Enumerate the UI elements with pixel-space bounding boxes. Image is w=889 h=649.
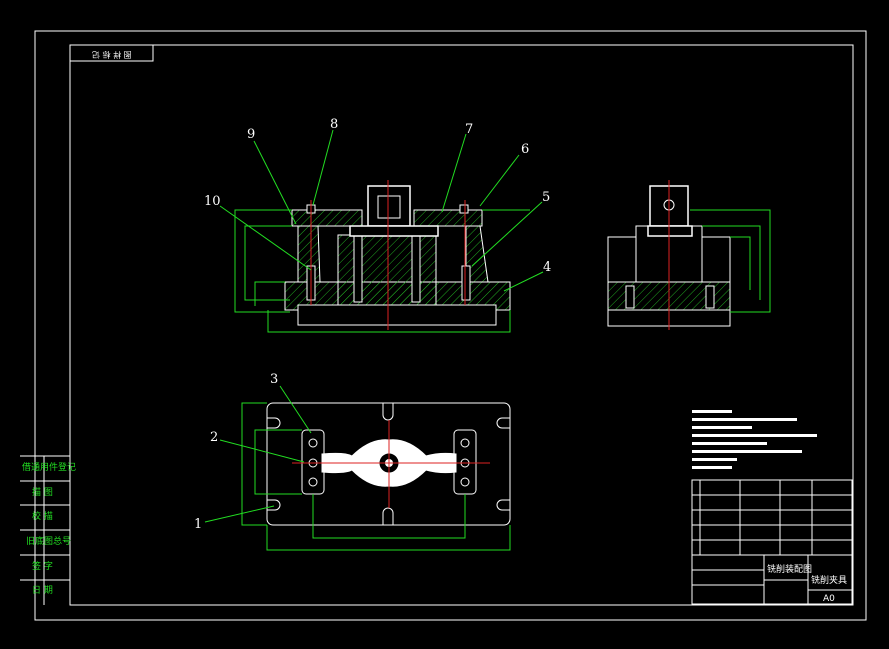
part-label-2: 2 <box>210 430 219 445</box>
side-label-registry: 借通用件登记 <box>22 463 77 473</box>
front-view <box>234 180 530 333</box>
top-plate-left <box>291 209 363 227</box>
drawing-title: 铣削装配图 <box>767 565 813 575</box>
side-label-signature: 签 字 <box>32 562 53 572</box>
top-view <box>241 402 511 551</box>
base-foot <box>297 304 497 326</box>
product-name: 铣削夹具 <box>811 576 848 586</box>
side-label-date: 日 期 <box>32 586 53 596</box>
part-label-3: 3 <box>270 372 279 387</box>
side-label-check: 校 描 <box>32 512 53 522</box>
part-label-1: 1 <box>194 517 203 532</box>
right-support <box>465 225 489 283</box>
corner-stamp-box <box>69 44 154 62</box>
side-column-grid <box>20 455 70 605</box>
side-label-trace: 描 图 <box>32 488 53 498</box>
part-label-6: 6 <box>521 142 530 157</box>
drawing-code: A0 <box>823 594 835 604</box>
part-label-10: 10 <box>204 194 221 209</box>
leader-lines <box>204 129 544 523</box>
side-label-old-number: 旧底图总号 <box>26 537 72 547</box>
part-label-8: 8 <box>330 117 339 132</box>
part-label-5: 5 <box>542 190 551 205</box>
part-label-7: 7 <box>465 122 474 137</box>
top-plate-right <box>413 209 483 227</box>
corner-stamp: 图 样 标 记 <box>92 50 132 59</box>
part-label-9: 9 <box>247 127 256 142</box>
inner-frame <box>69 44 854 606</box>
center-body <box>337 234 437 306</box>
side-view <box>607 180 771 330</box>
top-base-outline <box>266 402 511 526</box>
outer-frame <box>34 30 867 621</box>
title-block <box>691 479 853 605</box>
technical-notes <box>692 410 817 469</box>
part-label-4: 4 <box>543 260 552 275</box>
